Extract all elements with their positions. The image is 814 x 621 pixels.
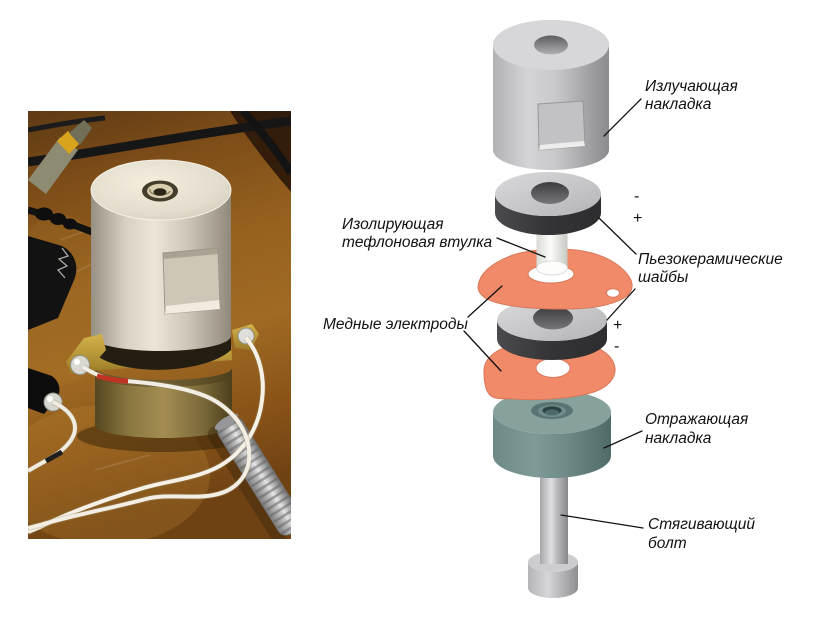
- clip-teeth: [56, 247, 70, 279]
- counterbore-inner-wall: [545, 409, 559, 416]
- probe-tip: [69, 120, 92, 145]
- exploded-diagram: - + + - Излучающая накладка Изолирующая …: [323, 20, 787, 598]
- wire-black-mark: [44, 449, 64, 464]
- bronze-cylinder: [95, 368, 232, 439]
- reflector-side: [493, 412, 611, 478]
- label-copper-electrodes: Медные электроды: [323, 316, 468, 333]
- label-tightening-bolt: Стягивающий болт: [648, 516, 759, 552]
- bolt-head-side: [528, 562, 578, 598]
- piezo-side: [495, 194, 601, 235]
- connector-bulge: [50, 213, 66, 225]
- cutout-lit-floor: [165, 300, 220, 314]
- leader-electrode-lower: [463, 330, 502, 372]
- probe-yellow-band: [57, 131, 80, 154]
- polarity-upper-plus: +: [633, 210, 642, 227]
- alligator-clip: [28, 236, 77, 330]
- hole-bottom: [153, 188, 167, 196]
- leader-piezo-upper: [598, 217, 637, 255]
- connector-bulge: [63, 218, 77, 230]
- leader-reflecting-pad: [603, 430, 643, 449]
- solder-highlight: [74, 359, 80, 365]
- leader-bushing: [496, 237, 546, 258]
- pad-center-hole: [534, 35, 568, 55]
- cutout-inner-shadow: [163, 248, 218, 259]
- cutout-lit-edge: [539, 141, 585, 150]
- photo-assembled-transducer: [28, 111, 291, 539]
- polarity-lower-minus: -: [614, 338, 619, 355]
- leader-electrode-upper: [467, 285, 503, 318]
- white-wire: [28, 336, 265, 534]
- stud-end: [214, 413, 239, 430]
- black-cable: [240, 111, 291, 176]
- white-wire: [28, 400, 77, 473]
- piezo-side: [497, 320, 607, 360]
- label-reflecting-pad: Отражающая накладка: [645, 411, 753, 447]
- label-insulating-bushing: Изолирующая тефлоновая втулка: [342, 216, 493, 251]
- black-cable: [28, 115, 106, 133]
- piezo-center-hole: [531, 182, 569, 204]
- piezo-disc-upper: [495, 172, 601, 235]
- bushing-bottom: [536, 260, 568, 276]
- leader-radiating-pad: [603, 98, 642, 137]
- red-wire-sleeve: [96, 373, 129, 384]
- stud-shadow: [207, 426, 287, 539]
- polarity-upper-minus: -: [634, 188, 639, 205]
- leader-bolt: [560, 514, 644, 529]
- threaded-stud: [207, 413, 291, 539]
- polarity-lower-plus: +: [613, 317, 622, 334]
- leader-piezo-lower: [606, 288, 636, 321]
- solder-highlight: [47, 396, 53, 402]
- connector-bulge: [35, 207, 53, 221]
- piezo-center-hole: [533, 306, 573, 330]
- white-wire: [28, 365, 252, 530]
- label-radiating-pad: Излучающая накладка: [645, 78, 742, 113]
- oscilloscope-probe: [28, 137, 78, 194]
- label-piezo-washers: Пьезокерамические шайбы: [638, 251, 787, 286]
- electrode-tab-hole: [606, 288, 620, 298]
- reflecting-pad: [493, 390, 611, 478]
- stud-threads: [217, 418, 291, 535]
- radiating-pad: [493, 20, 609, 170]
- piezo-disc-lower: [497, 299, 607, 360]
